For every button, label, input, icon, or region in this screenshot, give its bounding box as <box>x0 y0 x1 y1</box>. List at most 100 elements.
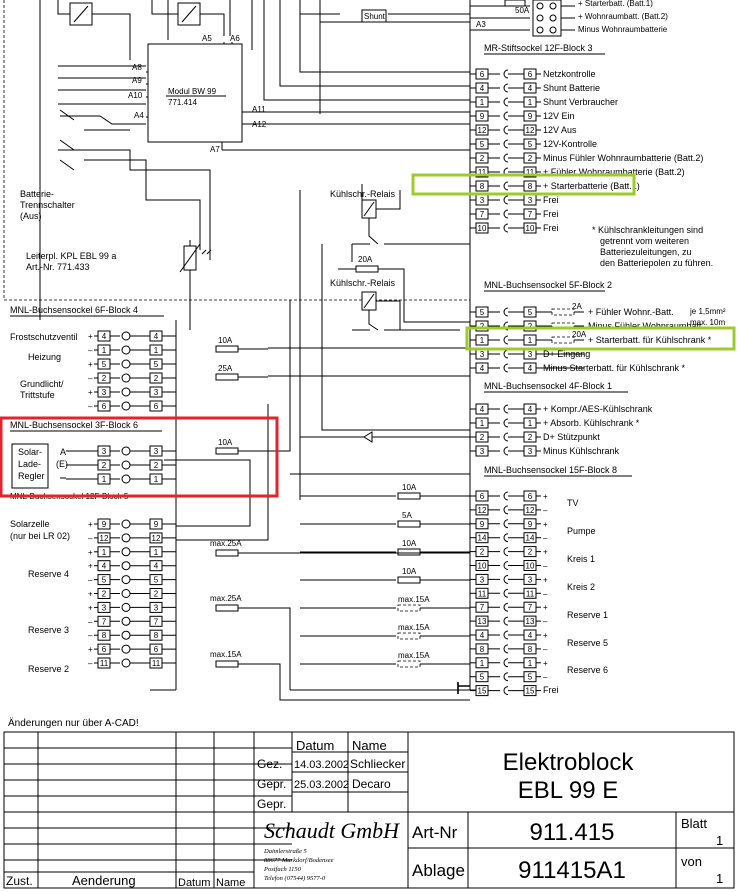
pin-number: 3 <box>480 196 485 205</box>
pin-number: 1 <box>102 475 107 484</box>
fuse-15f-label: 5A <box>402 511 412 520</box>
reserve5-label: Reserve 5 <box>567 638 608 648</box>
tb-gez-date: 14.03.2002 <box>294 759 349 771</box>
fuse-max25a-2-label: max.25A <box>210 594 242 603</box>
polarity-mark: + <box>88 590 93 599</box>
pin-number: 3 <box>154 447 159 456</box>
fuse-max15a-3-label: max.15A <box>210 650 242 659</box>
fuse-15f-6 <box>397 660 421 668</box>
pin-number: 1 <box>528 98 533 107</box>
pin-a9: A9 <box>132 76 142 85</box>
tb-gez-name: Schliecker <box>350 757 405 771</box>
pin-number: 3 <box>480 575 485 584</box>
tb-name-header: Name <box>352 738 387 753</box>
pin-number: 7 <box>154 617 159 626</box>
module-box <box>147 43 243 143</box>
block3f6-title: MNL-Buchsensockel 3F-Block 6 <box>10 420 138 430</box>
footer-note: Änderungen nur über A-CAD! <box>8 717 139 729</box>
solarzelle-note: (nur bei LR 02) <box>10 531 70 541</box>
relay2-label: Kühlschr.-Relais <box>330 278 396 288</box>
pin-a7: A7 <box>210 145 220 154</box>
polarity-mark: – <box>88 346 93 355</box>
pin-number: 13 <box>478 617 487 626</box>
pin-number: 4 <box>154 562 159 571</box>
pin-number: 11 <box>526 168 535 177</box>
pin-number: 5 <box>154 360 159 369</box>
fuse-15f-1 <box>397 520 421 528</box>
block15f8-title: MNL-Buchsensockel 15F-Block 8 <box>484 465 617 475</box>
polarity-mark: + <box>543 492 548 501</box>
tb-addr-1: Daimlerstraße 5 <box>263 848 308 855</box>
pin-number: 1 <box>154 346 159 355</box>
row-label: Shunt Batterie <box>543 83 600 93</box>
pin-number: 5 <box>528 308 533 317</box>
polarity-mark: + <box>543 631 548 640</box>
fuse-10a-3f-label: 10A <box>218 438 233 447</box>
tb-datum-header: Datum <box>296 738 334 753</box>
polarity-mark: + <box>88 548 93 557</box>
pin-number: 10 <box>478 224 487 233</box>
pin-number: 10 <box>526 562 535 571</box>
reserve1-label: Reserve 1 <box>567 610 608 620</box>
pin-number: 4 <box>528 631 533 640</box>
pin-number: 3 <box>480 350 485 359</box>
pin-number: 2 <box>102 374 107 383</box>
fuse-15f-5 <box>397 632 421 640</box>
fuse-2a-label: 2A <box>572 302 582 311</box>
tb-gepr: Gepr. <box>257 777 286 791</box>
row-label: D+ Stützpunkt <box>543 432 600 442</box>
pin-number: 6 <box>528 70 533 79</box>
solar-label-1: Solar- <box>18 447 42 457</box>
pin-number: 3 <box>528 350 533 359</box>
pin-number: 2 <box>480 154 485 163</box>
fuse-10a-3f <box>215 447 239 455</box>
pin-number: 5 <box>102 360 107 369</box>
top-row2: + Wohnraumbatt. (Batt.2) <box>578 12 668 21</box>
pin-number: 8 <box>528 182 533 191</box>
fridge-relays: Kühlschr.-Relais 20A Kühlschr.-Relais <box>299 184 470 500</box>
row-label: Frei <box>543 223 559 233</box>
polarity-mark: – <box>543 589 548 598</box>
tb-gepr2: Gepr. <box>257 797 286 811</box>
pin-number: 2 <box>528 548 533 557</box>
pin-a8: A8 <box>132 63 142 72</box>
tb-artnr: 911.415 <box>530 819 615 846</box>
pin-number: 3 <box>102 388 107 397</box>
leiterpl-label-1: Leiterpl. KPL EBL 99 a <box>26 251 116 261</box>
pin-number: 14 <box>526 534 535 543</box>
polarity-mark: – <box>88 617 93 626</box>
polarity-mark: + <box>543 575 548 584</box>
frostschutz-label: Frostschutzventil <box>10 332 78 342</box>
polarity-mark: – <box>88 631 93 640</box>
a3-label: A3 <box>476 20 486 29</box>
fuse-15f-label: max.15A <box>398 623 430 632</box>
tb-addr-2: 88677 Markdorf/Bodensee <box>264 857 334 864</box>
polarity-mark: + <box>543 659 548 668</box>
reserve3-label: Reserve 3 <box>28 625 69 635</box>
tb-artnr-label: Art-Nr <box>412 823 458 842</box>
row-label: Minus Kühlschrank <box>543 446 620 456</box>
polarity-mark: + <box>88 520 93 529</box>
row-label: + Starterbatterie (Batt.1) <box>543 181 640 191</box>
solar-a-label: A <box>60 447 66 457</box>
pin-number: 1 <box>480 659 485 668</box>
title-block: Datum Name Gez. 14.03.2002 Schliecker Ge… <box>3 731 735 889</box>
pin-number: 3 <box>528 196 533 205</box>
pin-a5: A5 <box>202 34 212 43</box>
note-line-1: * Kühlschrankleitungen sind <box>592 225 703 235</box>
